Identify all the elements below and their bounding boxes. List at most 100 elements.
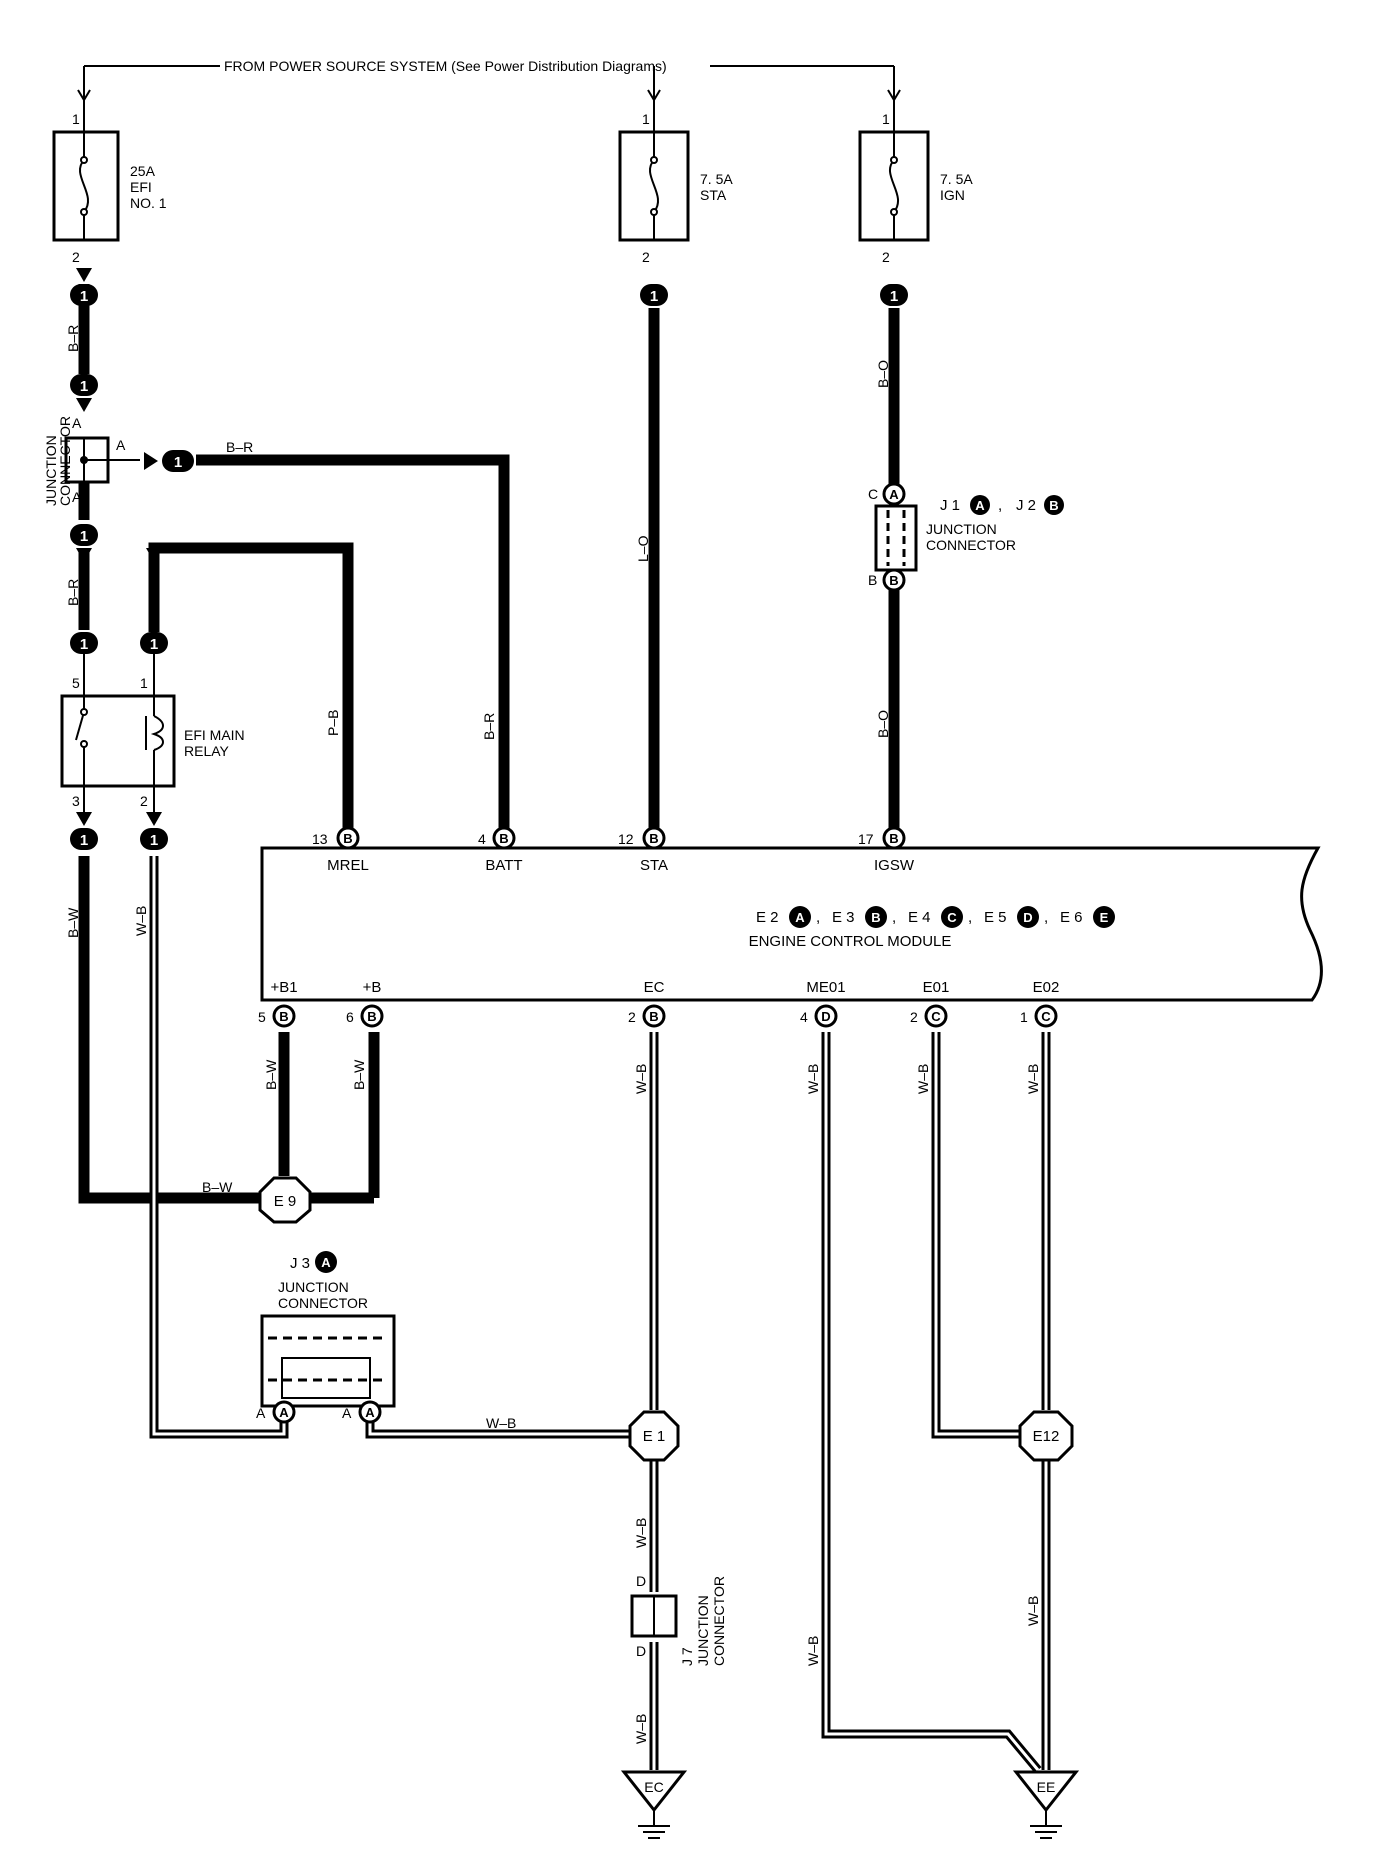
pin-label: D — [636, 1573, 646, 1589]
connector-letter: D — [1023, 910, 1032, 925]
fuse-name: EFI — [130, 179, 152, 195]
connector-letter: A — [795, 910, 805, 925]
wire-label: B–R — [65, 579, 81, 606]
pin-connector: B — [649, 831, 658, 846]
inline-connector: 1 — [162, 450, 194, 472]
wire-label: W–B — [915, 1064, 931, 1094]
wire-label: B–W — [65, 907, 81, 938]
junction-connector-left: A A A JUNCTION CONNECTOR — [43, 415, 140, 506]
pin-label: A — [116, 437, 126, 453]
junction-id: J 7 — [679, 1647, 695, 1666]
junction-label: CONNECTOR — [278, 1295, 368, 1311]
connector-id: B — [1049, 498, 1058, 513]
pin-label: 1 — [642, 111, 650, 127]
terminal-label: E01 — [923, 979, 950, 996]
wire-label: W–B — [633, 1714, 649, 1744]
pin-connector: B — [499, 831, 508, 846]
separator: , — [1044, 909, 1048, 926]
wire-label: W–B — [486, 1415, 516, 1431]
terminal-label: +B1 — [270, 979, 297, 996]
connector-id: E 6 — [1060, 909, 1083, 926]
separator: , — [892, 909, 896, 926]
connector-pin: 1 — [650, 288, 658, 305]
double-wires — [149, 856, 1051, 1773]
junction-label: JUNCTION — [278, 1279, 349, 1295]
pin-label: 2 — [882, 249, 890, 265]
pin-connector: C — [931, 1009, 941, 1024]
relay-label: RELAY — [184, 743, 230, 759]
junction-connector-j3: J 3 A JUNCTION CONNECTOR A A A A — [256, 1251, 396, 1424]
junction-label: JUNCTION — [43, 435, 59, 506]
wire-label: B–R — [65, 325, 81, 352]
inline-connector: 1 — [70, 284, 98, 306]
splice-label: E 1 — [643, 1428, 666, 1445]
ground-label: EC — [644, 1779, 663, 1795]
connector-pin: A — [279, 1405, 289, 1420]
fuse-efi-no1: 1 25A EFI NO. 1 2 — [52, 100, 167, 265]
pin-connector: B — [889, 831, 898, 846]
ground-ee: EE — [1012, 1770, 1080, 1839]
connector-id: E 4 — [908, 909, 931, 926]
pin-connector: C — [1041, 1009, 1051, 1024]
connector-pin: A — [889, 487, 899, 502]
wire-label: W–B — [1025, 1064, 1041, 1094]
inline-connector: 1 — [140, 632, 168, 654]
pin-label: 3 — [72, 793, 80, 809]
connector-pin: A — [365, 1405, 375, 1420]
terminal-label: BATT — [485, 857, 522, 874]
ecm-top-pins: 13 B 4 B 12 B 17 B — [312, 826, 906, 850]
efi-main-relay: 5 1 EFI MAIN RELAY 3 2 — [60, 654, 245, 812]
splice-label: E 9 — [274, 1193, 297, 1210]
connector-letter: C — [947, 910, 957, 925]
separator: , — [998, 497, 1002, 514]
pin-number: 4 — [478, 831, 486, 847]
terminal-label: MREL — [327, 857, 369, 874]
junction-id: J 2 — [1016, 497, 1036, 514]
connector-pin: 1 — [80, 528, 88, 545]
fuse-rating: 25A — [130, 163, 156, 179]
terminal-label: EC — [644, 979, 665, 996]
ecm-title: ENGINE CONTROL MODULE — [749, 933, 952, 950]
pin-label: C — [868, 486, 878, 502]
inline-connector: 1 — [640, 284, 668, 306]
fuse-name: STA — [700, 187, 727, 203]
wire-label: B–R — [226, 439, 253, 455]
inline-connector: 1 — [70, 374, 98, 396]
terminal-label: +B — [363, 979, 382, 996]
splice-e12: E12 — [1018, 1410, 1074, 1462]
inline-connector: 1 — [70, 524, 98, 546]
wire-label: B–W — [351, 1059, 367, 1090]
connector-letter: B — [871, 910, 880, 925]
connector-pin: 1 — [80, 636, 88, 653]
ecm-bottom-pins: 5 B 6 B 2 B 4 D 2 C 1 C — [258, 1004, 1058, 1028]
relay-label: EFI MAIN — [184, 727, 245, 743]
junction-connector-j1-j2: A C B B J 1 A , J 2 B JUNCTION CONNECTOR — [868, 482, 1064, 592]
wire-label: B–W — [202, 1179, 233, 1195]
pin-label: 1 — [140, 675, 148, 691]
junction-label: CONNECTOR — [711, 1576, 727, 1666]
inline-connector: 1 — [70, 632, 98, 654]
connector-pin: 1 — [174, 454, 182, 471]
fuse-sta: 1 7. 5A STA 2 — [618, 100, 733, 265]
pin-label: 5 — [72, 675, 80, 691]
wire-label: W–B — [633, 1518, 649, 1548]
connector-pin: 1 — [150, 636, 158, 653]
separator: , — [968, 909, 972, 926]
pin-connector: B — [367, 1009, 376, 1024]
pin-number: 12 — [618, 831, 634, 847]
engine-control-module: 13 B 4 B 12 B 17 B MREL BATT STA IGSW E … — [258, 826, 1323, 1028]
connector-id: E 2 — [756, 909, 779, 926]
connector-id: A — [975, 498, 985, 513]
junction-label: JUNCTION — [695, 1595, 711, 1666]
pin-label: B — [868, 572, 877, 588]
connector-pin: 1 — [150, 832, 158, 849]
wire-label: B–O — [875, 360, 891, 388]
pin-label: A — [256, 1405, 266, 1421]
fuse-rating: 7. 5A — [940, 171, 973, 187]
inline-connectors: 1 1 1 1 1 1 1 1 — [70, 268, 908, 850]
pin-connector: B — [649, 1009, 658, 1024]
junction-label: CONNECTOR — [926, 537, 1016, 553]
ground-label: EE — [1037, 1779, 1056, 1795]
separator: , — [816, 909, 820, 926]
